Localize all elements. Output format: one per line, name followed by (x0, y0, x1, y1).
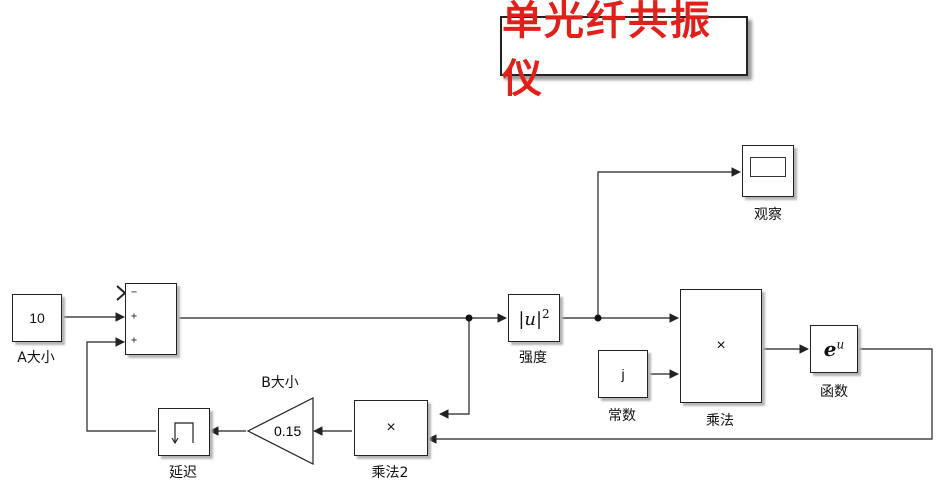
wire-junction-to-scope (597, 167, 741, 318)
sum-block[interactable] (125, 283, 177, 355)
junction-dot (594, 314, 602, 322)
product2-label: 乘法2 (371, 465, 409, 481)
sum-port-sign-3: + (131, 335, 138, 346)
wire-delay-to-sum (86, 337, 156, 432)
junction-dot (465, 314, 473, 322)
product2-block[interactable]: × (354, 400, 428, 456)
product-symbol: × (716, 337, 726, 354)
exp-function-label: 函数 (820, 384, 848, 400)
constant-a-label: A大小 (17, 350, 55, 366)
wire-junction-to-product2 (439, 318, 470, 419)
scope-screen-icon (750, 157, 786, 177)
constant-j-block[interactable]: j (598, 350, 648, 398)
gain-b-label: B大小 (261, 375, 299, 391)
sum-port-sign-2: + (131, 311, 138, 322)
product2-symbol: × (386, 419, 396, 436)
exp-base: e (823, 337, 837, 361)
delay-block[interactable] (158, 408, 210, 456)
diagram-title: 单光纤共振仪 (500, 0, 748, 102)
intensity-exponent: 2 (542, 306, 550, 321)
product-label: 乘法 (706, 413, 734, 429)
gain-triangle[interactable] (246, 397, 314, 465)
exp-function-block[interactable]: eu (810, 325, 858, 373)
sum-port-sign-1: − (131, 287, 138, 298)
constant-j-value: j (621, 366, 625, 382)
scope-label: 观察 (754, 207, 782, 223)
intensity-base: |u| (518, 308, 543, 330)
constant-a-value: 10 (29, 310, 45, 326)
delay-step-icon (171, 422, 194, 445)
intensity-label: 强度 (519, 350, 547, 366)
gain-b-value: 0.15 (274, 423, 302, 439)
exp-exponent: u (836, 337, 845, 352)
exp-expression: eu (824, 337, 844, 361)
delay-label: 延迟 (169, 465, 197, 481)
wire-exp-to-product2 (427, 348, 933, 444)
scope-block[interactable] (742, 145, 794, 197)
intensity-block[interactable]: |u|2 (508, 294, 560, 342)
constant-a-block[interactable]: 10 (12, 294, 62, 342)
intensity-expression: |u|2 (518, 307, 549, 330)
product-block[interactable]: × (680, 289, 762, 403)
constant-j-label: 常数 (608, 408, 636, 424)
unconnected-input-marker (116, 285, 127, 301)
